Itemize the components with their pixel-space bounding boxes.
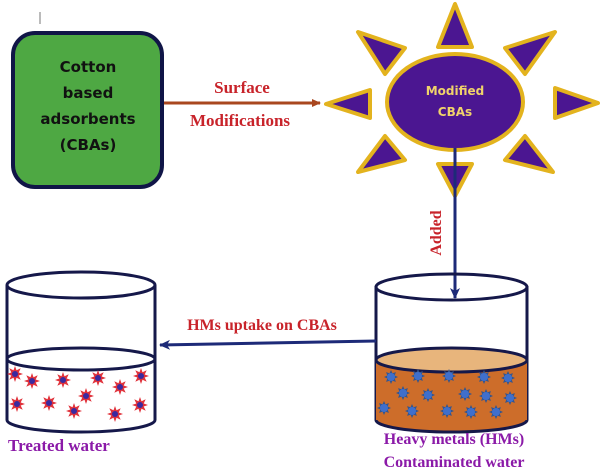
sun-ray xyxy=(356,134,407,174)
treated-particle-core xyxy=(14,401,20,407)
box-line-2: based xyxy=(63,84,114,102)
treated-water-caption: Treated water xyxy=(8,436,110,455)
treated-particle-core xyxy=(95,375,101,381)
box-line-1: Cotton xyxy=(60,58,117,76)
treated-particle-core xyxy=(117,384,123,390)
sun-ray xyxy=(503,134,555,174)
treated-particle-core xyxy=(29,378,35,384)
metal-particle-core xyxy=(445,372,453,380)
metal-particle-core xyxy=(506,394,514,402)
treated-particle-core xyxy=(46,400,52,406)
treated-particle-core xyxy=(83,393,89,399)
sun-ray xyxy=(553,86,600,120)
liquid-surface xyxy=(5,346,157,372)
contaminated-water-beaker xyxy=(374,272,529,434)
beaker-bottom xyxy=(5,419,157,434)
metal-particle-core xyxy=(443,407,451,415)
metal-particle-core xyxy=(387,373,395,381)
metal-particle-core xyxy=(480,373,488,381)
treated-particle-core xyxy=(138,373,144,379)
treated-water-beaker xyxy=(5,270,157,434)
beaker-rim xyxy=(5,270,157,300)
sun-line-1: Modified xyxy=(426,84,485,98)
metal-particle-core xyxy=(399,389,407,397)
green-box-shape xyxy=(11,31,164,189)
navy-arrow-line xyxy=(159,339,377,350)
sun-line-2: CBAs xyxy=(438,105,472,119)
treated-particle-core xyxy=(112,411,118,417)
sun-center xyxy=(385,52,525,152)
metal-particle-core xyxy=(461,390,469,398)
modified-cbas-sun: Modified CBAs xyxy=(324,2,600,198)
box-line-3: adsorbents xyxy=(40,110,135,128)
metal-particle-core xyxy=(482,392,490,400)
box-line-4: (CBAs) xyxy=(60,136,117,154)
liquid-surface xyxy=(374,346,529,374)
treated-particle-core xyxy=(12,371,18,377)
uptake-arrow: HMs uptake on CBAs xyxy=(159,317,377,350)
beaker-bottom xyxy=(374,419,529,434)
sun-ray xyxy=(324,88,372,120)
metal-particle-core xyxy=(492,408,500,416)
sun-ray xyxy=(356,30,407,76)
adsorbed-particles xyxy=(7,366,149,422)
cotton-adsorbents-box: Cotton based adsorbents (CBAs) xyxy=(11,31,164,189)
sun-ray xyxy=(503,30,557,76)
metal-particle-core xyxy=(414,372,422,380)
metal-particle-core xyxy=(467,408,475,416)
contaminated-caption-line2: Contaminated water xyxy=(384,454,525,471)
added-label: Added xyxy=(428,210,445,255)
metal-particle-core xyxy=(380,404,388,412)
heavy-metal-particles xyxy=(377,369,517,419)
surface-label: Surface xyxy=(214,78,270,97)
treated-particle-core xyxy=(137,402,143,408)
beaker-rim xyxy=(374,272,529,302)
metal-particle-core xyxy=(424,391,432,399)
uptake-label: HMs uptake on CBAs xyxy=(187,317,337,334)
treated-particle-core xyxy=(71,408,77,414)
modifications-label: Modifications xyxy=(190,111,290,130)
contaminated-caption-line1: Heavy metals (HMs) xyxy=(384,431,524,448)
sun-rays xyxy=(324,2,600,198)
surface-modifications-arrow: Surface Modifications xyxy=(164,78,321,130)
sun-ray xyxy=(436,2,474,49)
metal-particle-core xyxy=(504,374,512,382)
treated-particle-core xyxy=(60,377,66,383)
metal-particle-core xyxy=(408,407,416,415)
